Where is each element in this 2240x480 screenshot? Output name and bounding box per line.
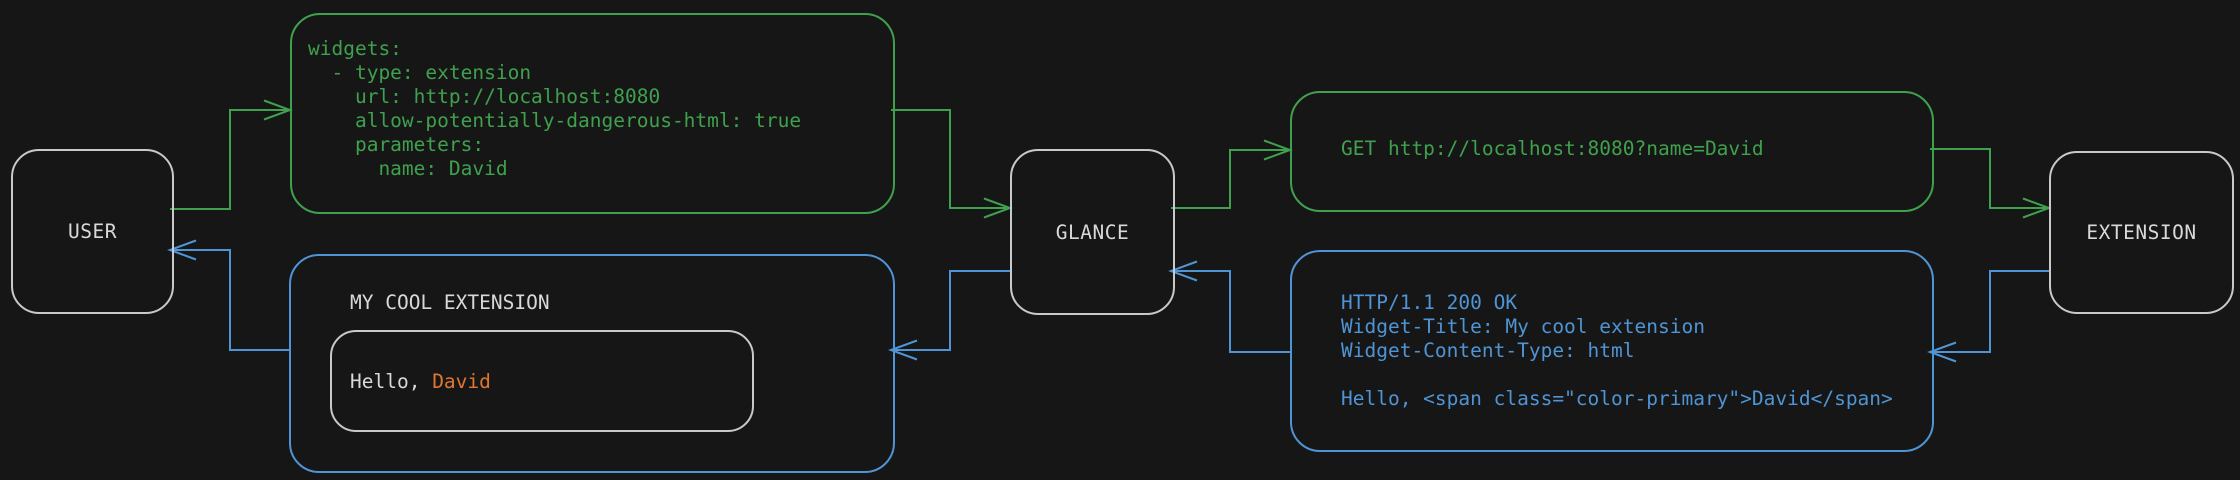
node-extension-label: EXTENSION [2086,221,2197,244]
arrowhead-into-config [263,99,293,121]
widget-preview-box [289,254,895,473]
http-response-code: HTTP/1.1 200 OK Widget-Title: My cool ex… [1341,291,1893,410]
widget-title: MY COOL EXTENSION [350,291,550,314]
connector-widget-to-user [170,249,289,351]
connector-glance-to-request [1171,149,1290,209]
node-user-label: USER [68,220,117,243]
http-response-box [1290,250,1934,452]
http-request-box [1290,91,1934,212]
connector-config-to-glance [891,109,1010,209]
config-yaml-box [290,13,895,214]
arrowhead-into-extension [2022,197,2052,219]
arrowhead-into-request [1263,139,1293,161]
node-extension: EXTENSION [2049,151,2234,314]
connector-glance-to-widget [891,270,1010,351]
greeting-name: David [432,370,491,393]
connector-extension-to-response [1930,270,2049,353]
node-glance-label: GLANCE [1055,220,1130,244]
node-user: USER [11,149,174,314]
http-request-code: GET http://localhost:8080?name=David [1341,137,1764,160]
widget-content-frame [330,330,754,432]
arrowhead-into-glance-green [983,197,1013,219]
connector-user-to-config [170,109,290,210]
greeting-prefix: Hello, [350,370,433,393]
connector-request-to-extension [1930,148,2049,209]
widget-greeting: Hello, David [350,370,491,394]
connector-response-to-glance [1171,270,1290,353]
node-glance: GLANCE [1010,149,1175,315]
config-yaml-code: widgets: - type: extension url: http://l… [308,37,802,180]
